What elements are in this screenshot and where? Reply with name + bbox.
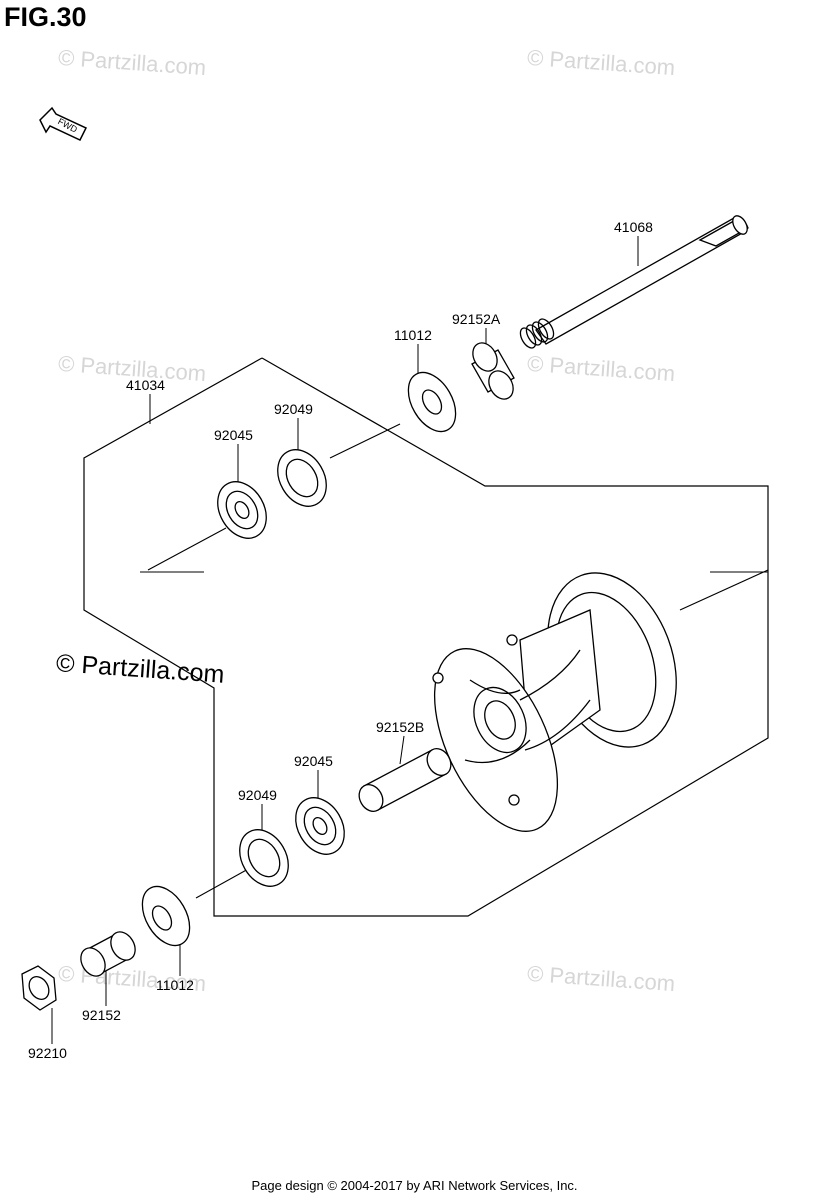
bearing-upper-part[interactable]: [208, 473, 276, 547]
oil-seal-upper-part[interactable]: [268, 441, 336, 515]
axle-part[interactable]: [517, 213, 750, 350]
part-labels: 41068 92152A 11012 41034 92049 92045 921…: [28, 219, 653, 1061]
label-oil-seal-lower: 92049: [238, 787, 277, 803]
label-collar: 92152: [82, 1007, 121, 1023]
label-oil-seal-upper: 92049: [274, 401, 313, 417]
nut-part[interactable]: [21, 965, 57, 1011]
label-axle: 41068: [614, 219, 653, 235]
collar-b-part[interactable]: [354, 744, 455, 815]
label-bearing-lower: 92045: [294, 753, 333, 769]
wheel-hub-part[interactable]: [409, 555, 699, 850]
label-hub-assembly: 41034: [126, 377, 165, 393]
label-bearing-upper: 92045: [214, 427, 253, 443]
label-collar-b: 92152B: [376, 719, 424, 735]
label-seal-lower: 11012: [156, 977, 194, 993]
forward-arrow-icon: FWD: [39, 106, 88, 141]
label-collar-a: 92152A: [452, 311, 501, 327]
leader-lines: [51, 236, 639, 1044]
label-seal-upper: 11012: [394, 327, 432, 343]
bearing-lower-part[interactable]: [286, 789, 354, 863]
collar-part[interactable]: [76, 928, 140, 981]
oil-seal-lower-part[interactable]: [230, 821, 298, 895]
figure-title: FIG.30: [4, 2, 87, 32]
seal-upper-part[interactable]: [399, 364, 466, 439]
hub-assembly-outline: [83, 357, 769, 917]
axis-lines: [140, 423, 769, 899]
label-nut: 92210: [28, 1045, 67, 1061]
seal-lower-part[interactable]: [133, 878, 200, 953]
collar-a-part[interactable]: [468, 339, 518, 404]
page-footer: Page design © 2004-2017 by ARI Network S…: [251, 1178, 578, 1193]
